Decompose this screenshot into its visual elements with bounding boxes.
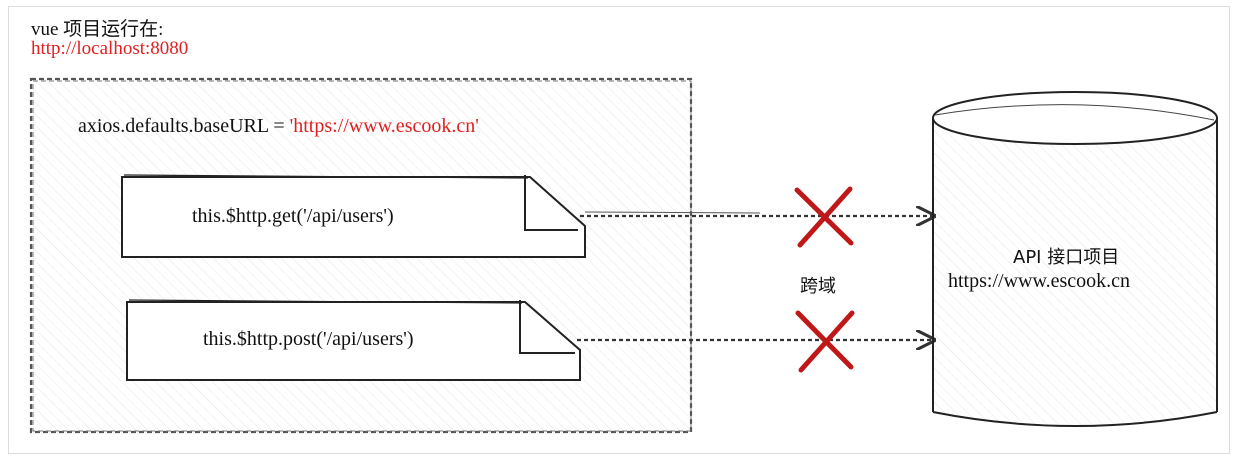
base-url-value: 'https://www.escook.cn': [289, 115, 479, 137]
blocked-cross-icon: [794, 186, 854, 248]
blocked-cross-icon: [795, 310, 855, 373]
base-url-prefix: axios.defaults.baseURL =: [78, 115, 290, 137]
cross-origin-label: 跨域: [800, 276, 836, 297]
get-request-box: [121, 174, 586, 258]
server-url: https://www.escook.cn: [948, 270, 1131, 292]
server-title: API 接口项目: [1013, 247, 1120, 268]
post-request-box: [126, 299, 581, 381]
client-title: vue 项目运行在:: [31, 19, 164, 40]
api-server-cylinder: [932, 91, 1218, 427]
client-url: http://localhost:8080: [31, 38, 189, 59]
get-request-label: this.$http.get('/api/users'): [192, 205, 394, 227]
base-url-config: axios.defaults.baseURL = 'https://www.es…: [78, 115, 479, 138]
post-request-label: this.$http.post('/api/users'): [203, 328, 414, 350]
get-request-arrow: [580, 212, 934, 216]
